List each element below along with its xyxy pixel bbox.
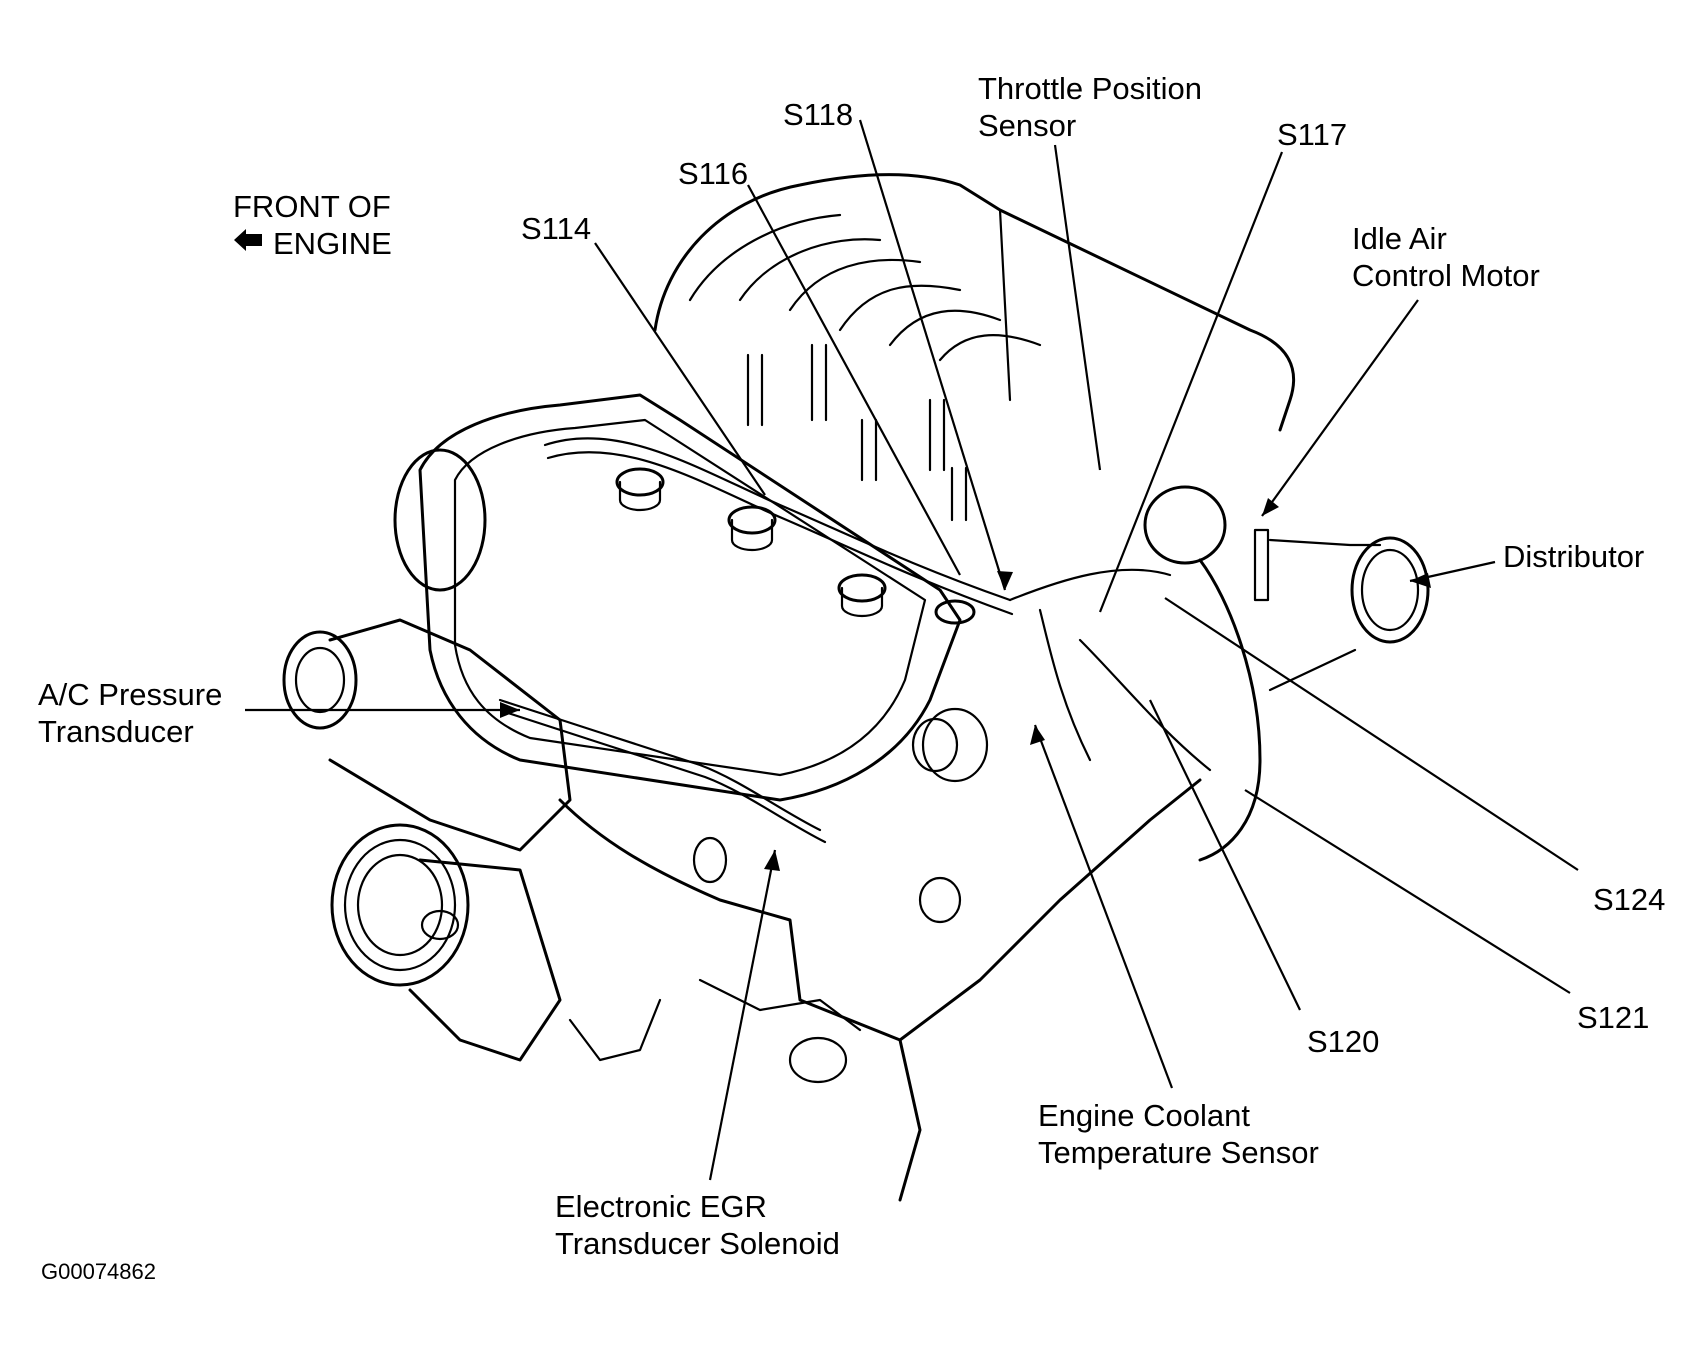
s120-label: S120 [1307,1024,1380,1059]
throttle-body-distributor [1143,485,1430,862]
tps-line1: Throttle Position [978,71,1202,106]
engine-block [558,707,1202,1202]
s116-label: S116 [678,156,749,191]
injector-stems [746,343,968,522]
front-accessories [282,618,662,1062]
iac-line1: Idle Air [1352,221,1447,256]
leader-arrowheads [500,498,1431,871]
s114-label: S114 [521,211,592,246]
egr-line2: Transducer Solenoid [555,1226,840,1261]
wiring-harness [498,437,1212,844]
electronic-egr-transducer-solenoid-label: Electronic EGR Transducer Solenoid [555,1188,840,1262]
ac-pressure-transducer-label: A/C Pressure Transducer [38,676,222,750]
engine-coolant-temperature-sensor-label: Engine Coolant Temperature Sensor [1038,1097,1319,1171]
idle-air-control-motor-label: Idle Air Control Motor [1352,220,1540,294]
front-of-engine-line2: ENGINE [273,226,392,261]
tps-line2: Sensor [978,108,1077,143]
coil-towers [615,467,976,625]
s121-label: S121 [1577,1000,1650,1035]
egr-line1: Electronic EGR [555,1189,767,1224]
ac-line2: Transducer [38,714,194,749]
ect-line2: Temperature Sensor [1038,1135,1319,1170]
figure-code: G00074862 [41,1259,156,1284]
intake-plenum-outline [653,173,1296,432]
front-of-engine-label: FRONT OF ENGINE [233,188,392,262]
throttle-position-sensor-label: Throttle Position Sensor [978,70,1202,144]
iac-line2: Control Motor [1352,258,1540,293]
ect-line1: Engine Coolant [1038,1098,1250,1133]
s124-label: S124 [1593,882,1666,917]
front-of-engine-line1: FRONT OF [233,189,391,224]
s117-label: S117 [1277,117,1348,152]
s118-label: S118 [783,97,854,132]
leader-lines [245,119,1579,1181]
ac-line1: A/C Pressure [38,677,223,712]
front-arrow-icon [234,229,262,251]
valve-cover-outline [393,393,962,802]
distributor-label: Distributor [1503,539,1645,574]
